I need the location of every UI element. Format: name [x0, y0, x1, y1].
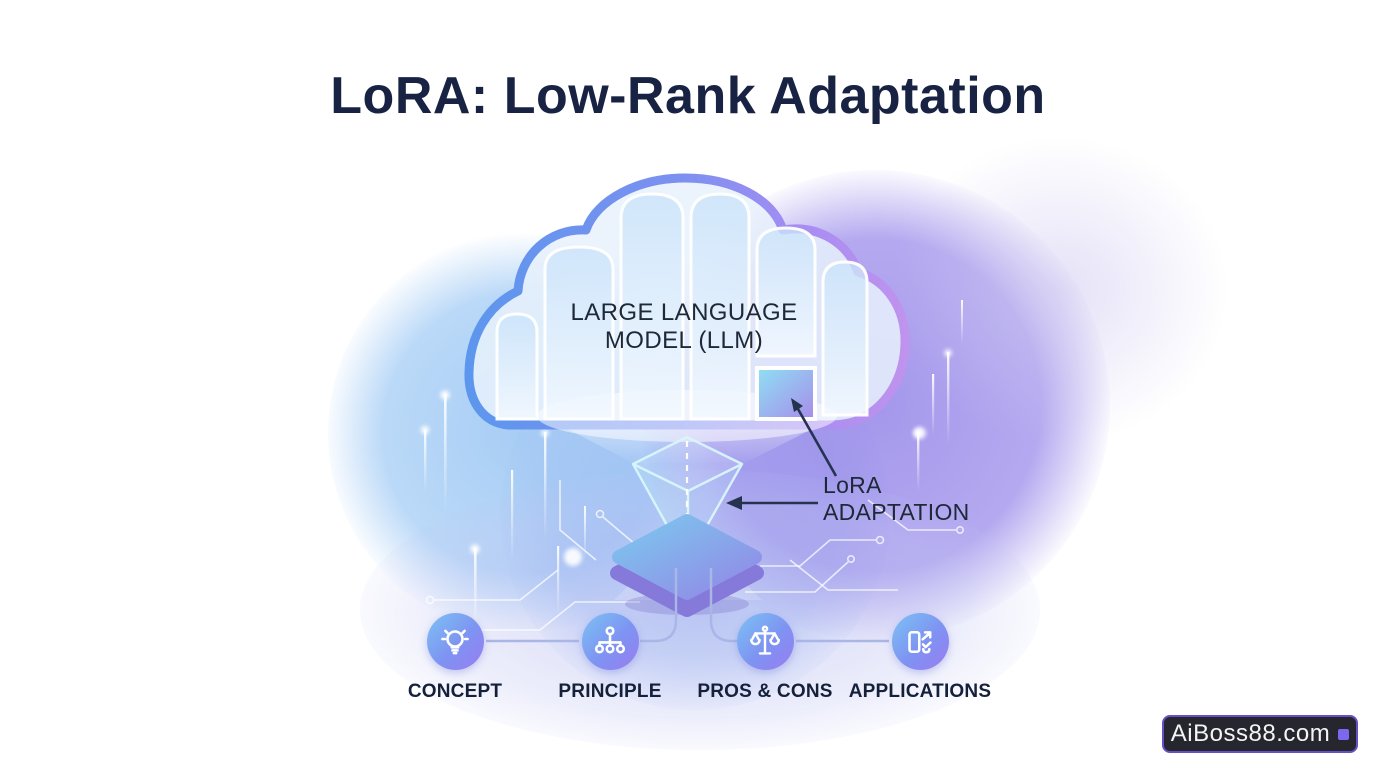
- diagram-scene: [421, 173, 964, 643]
- nav-item-applications[interactable]: APPLICATIONS: [840, 613, 1000, 703]
- arrow-to-lora-block: [791, 398, 838, 477]
- nav-item-principle[interactable]: PRINCIPLE: [530, 613, 690, 703]
- arrow-to-funnel: [726, 496, 818, 510]
- hierarchy-icon: [594, 625, 626, 653]
- chip-platform: [610, 514, 764, 617]
- watermark-accent-square: [1338, 728, 1350, 740]
- llm-cloud: [464, 173, 910, 442]
- lora-callout-line1: LoRA: [823, 472, 882, 498]
- balance-scale-icon: [750, 625, 780, 655]
- nav-label-applications: APPLICATIONS: [848, 681, 992, 702]
- lora-block-square: [755, 366, 817, 421]
- lightbulb-icon: [441, 629, 469, 654]
- llm-cloud-label: LARGE LANGUAGE MODEL (LLM): [484, 299, 884, 355]
- concept-circle[interactable]: [426, 613, 484, 670]
- principle-circle[interactable]: [581, 613, 639, 670]
- llm-label-line2: MODEL (LLM): [604, 327, 764, 354]
- cloud-panels: [495, 192, 869, 421]
- nav-label-principle: PRINCIPLE: [558, 681, 662, 702]
- nav-label-concept: CONCEPT: [407, 681, 503, 702]
- lora-callout-line2: ADAPTATION: [823, 499, 970, 525]
- nav-item-concept[interactable]: CONCEPT: [375, 613, 535, 703]
- nav-item-pros-cons[interactable]: PROS & CONS: [685, 613, 845, 703]
- llm-label-line1: LARGE LANGUAGE: [570, 299, 798, 326]
- applications-circle[interactable]: [891, 613, 949, 670]
- lora-adaptation-callout: LoRA ADAPTATION: [823, 472, 1003, 526]
- pros-cons-circle[interactable]: [736, 613, 794, 670]
- connector-lines: [486, 568, 889, 643]
- watermark-badge[interactable]: AiBoss88.com: [1162, 715, 1358, 753]
- document-share-check-icon: [908, 630, 932, 653]
- nav-label-pros-cons: PROS & CONS: [697, 681, 833, 702]
- circuit-traces: [425, 427, 964, 635]
- watermark-text: AiBoss88.com: [1170, 720, 1331, 747]
- page-title: LoRA: Low-Rank Adaptation: [330, 67, 1046, 125]
